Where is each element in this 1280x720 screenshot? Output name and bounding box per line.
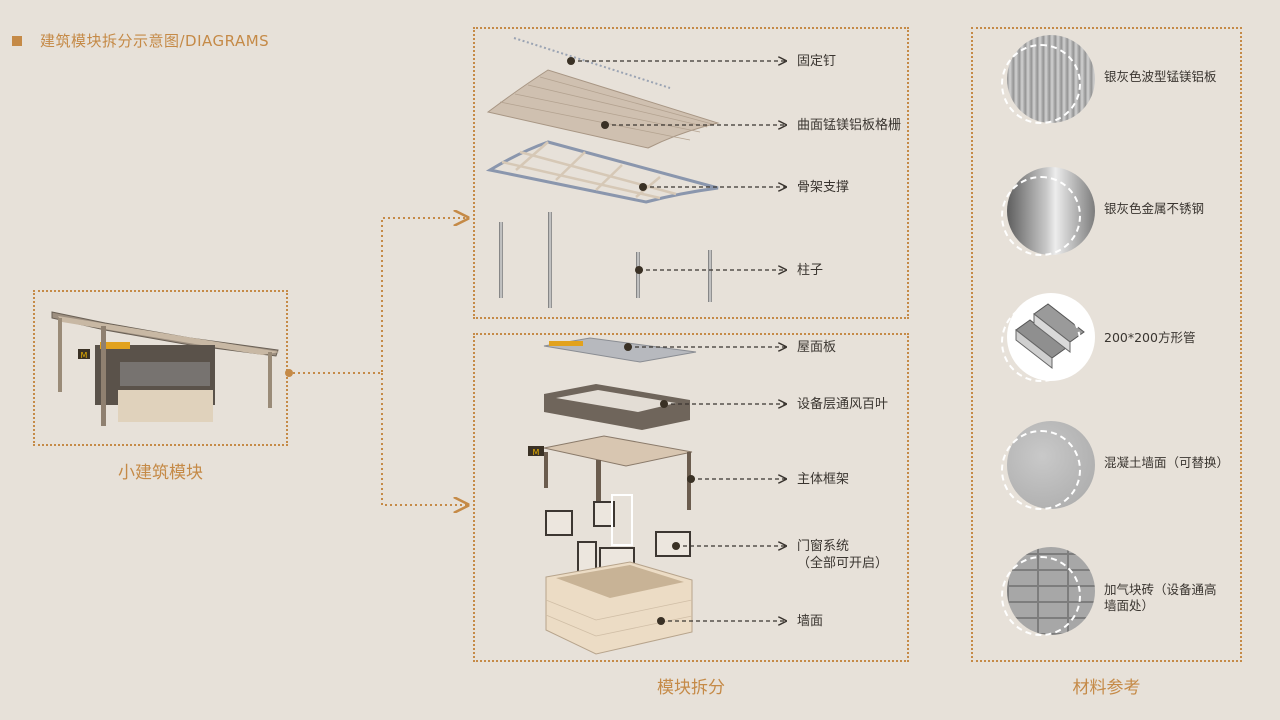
label-vent-louver: 设备层通风百叶: [797, 397, 889, 412]
fixing-nails-graphic: [513, 37, 671, 89]
building-frame: [33, 290, 288, 446]
svg-text:M: M: [533, 448, 540, 457]
page-header: 建筑模块拆分示意图/DIAGRAMS: [12, 30, 269, 51]
material-label-corrugated-panel: 银灰色波型锰镁铝板: [1104, 69, 1217, 84]
walls-graphic: [545, 561, 693, 655]
upper-leader-dots: [567, 57, 647, 274]
lower-leader-lines: [628, 347, 786, 621]
label-main-frame: 主体框架: [797, 472, 850, 487]
curved-grille-graphic: [486, 69, 720, 149]
header-bullet-icon: [12, 35, 22, 46]
lower-leader-dots: [624, 343, 695, 625]
skeleton-frame-graphic: [485, 140, 719, 204]
label-fixing-nails: 固定钉: [797, 54, 837, 69]
building-caption: 小建筑模块: [118, 463, 203, 483]
label-walls: 墙面: [797, 614, 824, 629]
svg-text:M: M: [81, 351, 88, 360]
page-title: 建筑模块拆分示意图/DIAGRAMS: [40, 32, 270, 50]
material-label-stainless-steel: 银灰色金属不锈钢: [1104, 201, 1205, 216]
upper-decomposition-frame: [473, 27, 909, 319]
label-skeleton-support: 骨架支撑: [797, 180, 850, 195]
decomposition-caption: 模块拆分: [657, 678, 725, 698]
lower-decomposition-frame: [473, 333, 909, 662]
swatch-stainless-steel-ring-icon: [1001, 176, 1081, 256]
material-label-aerated-block-line2: 墙面处）: [1104, 598, 1155, 613]
columns-graphic: [499, 212, 712, 308]
materials-caption: 材料参考: [1072, 678, 1141, 698]
label-curved-grille: 曲面锰镁铝板格栅: [797, 118, 902, 133]
material-label-square-tube: 200*200方形管: [1104, 330, 1196, 345]
building-model: M: [51, 311, 280, 426]
material-label-aerated-block: 加气块砖（设备通高: [1104, 582, 1217, 597]
label-columns: 柱子: [797, 263, 824, 278]
connector-lines: [285, 218, 468, 505]
materials-frame: [971, 27, 1242, 662]
swatch-aerated-block-ring-icon: [1001, 556, 1081, 636]
label-door-window-system: 门窗系统: [797, 539, 850, 554]
label-door-window-note: （全部可开启）: [797, 556, 889, 571]
swatch-corrugated-panel-ring-icon: [1001, 44, 1081, 124]
upper-leader-lines: [571, 61, 786, 270]
swatch-square-tube-ring-icon: [1001, 302, 1081, 382]
label-roof-panel: 屋面板: [797, 340, 837, 355]
roof-panel-graphic: [543, 337, 697, 363]
swatch-concrete-wall-ring-icon: [1001, 430, 1081, 510]
vent-louver-graphic: [544, 384, 690, 430]
material-label-concrete-wall: 混凝土墙面（可替换）: [1104, 455, 1230, 470]
